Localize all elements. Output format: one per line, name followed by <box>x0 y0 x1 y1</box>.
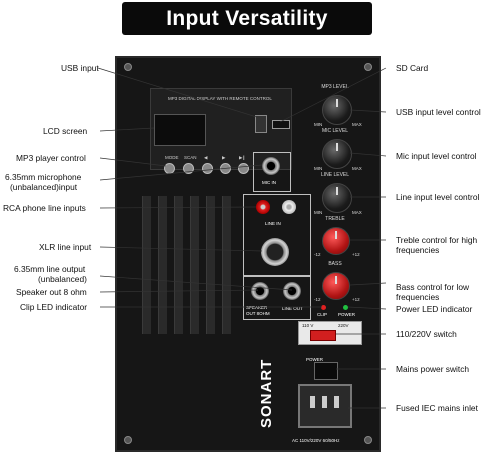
iec-pin <box>322 396 327 408</box>
screw-icon <box>124 63 132 71</box>
power-led <box>343 305 348 310</box>
treble-knob[interactable] <box>322 227 350 255</box>
board-title: MP3 DIGITAL DISPLAY WITH REMOTE CONTROL <box>168 96 272 101</box>
max-label: MAX <box>352 122 362 127</box>
screw-icon <box>364 63 372 71</box>
iec-pin <box>310 396 315 408</box>
treble-label: TREBLE <box>325 216 345 222</box>
v220-label: 220V <box>338 323 349 328</box>
minus12-label: -12 <box>314 252 321 257</box>
min-label: MIN <box>314 166 323 171</box>
play-label: ▶∥ <box>239 155 245 160</box>
v110-label: 110 V <box>302 323 314 328</box>
scan-label: SCAN <box>184 155 197 160</box>
callout-speaker-out: Speaker out 8 ohm <box>16 287 87 297</box>
callout-power-led: Power LED indicator <box>396 304 473 314</box>
mains-rating: AC 110V/220V 60/50Hz <box>292 438 340 443</box>
clip-label: CLIP <box>317 312 328 317</box>
heatsink-fin <box>206 196 215 334</box>
speaker-out-jack[interactable] <box>251 282 269 300</box>
callout-rca-inputs: RCA phone line inputs <box>3 203 86 213</box>
callout-power-switch: Mains power switch <box>396 364 470 374</box>
lcd-screen <box>154 114 206 146</box>
line-out-label: LINE OUT <box>282 306 303 311</box>
voltage-switch-plate <box>298 321 362 345</box>
callout-mic-level: Mic input level control <box>396 151 477 161</box>
callout-sd-card: SD Card <box>396 63 429 73</box>
callout-clip-led: Clip LED indicator <box>20 302 88 312</box>
mic-jack[interactable] <box>262 157 280 175</box>
iec-pin <box>334 396 339 408</box>
next-label: ▶ <box>222 155 226 160</box>
mode-label: MODE <box>165 155 179 160</box>
heatsink-fin <box>222 196 231 334</box>
power-switch-label: POWER <box>306 357 324 362</box>
voltage-switch[interactable] <box>310 330 336 341</box>
callout-treble: Treble control for high <box>396 235 478 245</box>
max-label: MAX <box>352 166 362 171</box>
heatsink-fin <box>190 196 199 334</box>
mp3-level-label: MP3 LEVEL <box>321 84 349 90</box>
callout-mic-input-2: (unbalanced)input <box>10 182 78 192</box>
callout-iec-inlet: Fused IEC mains inlet <box>396 403 478 413</box>
callout-line-output: 6.35mm line output <box>14 264 86 274</box>
screw-icon <box>364 436 372 444</box>
line-in-frame <box>243 194 311 276</box>
minus12-label: -12 <box>314 297 321 302</box>
plus12-label: +12 <box>352 297 360 302</box>
speaker-out-label-2: OUT 8OHM <box>246 311 270 316</box>
mic-level-label: MIC LEVEL <box>321 128 349 134</box>
next-button[interactable] <box>220 163 231 174</box>
mp3-level-knob[interactable] <box>322 95 352 125</box>
xlr-jack[interactable] <box>261 238 289 266</box>
line-level-label: LINE LEVEL <box>320 172 350 178</box>
line-out-jack[interactable] <box>283 282 301 300</box>
callout-lcd-screen: LCD screen <box>43 126 88 136</box>
callout-usb-level: USB input level control <box>396 107 481 117</box>
max-label: MAX <box>352 210 362 215</box>
heatsink-fin <box>142 196 151 334</box>
usb-port[interactable] <box>255 115 267 133</box>
callout-mp3-control: MP3 player control <box>16 153 86 163</box>
brand-logo: SONART <box>258 358 275 428</box>
callout-line-level: Line input level control <box>396 192 480 202</box>
play-pause-button[interactable] <box>238 163 249 174</box>
callout-mic-input: 6.35mm microphone <box>5 172 82 182</box>
mic-level-knob[interactable] <box>322 139 352 169</box>
power-led-label: POWER <box>338 312 356 317</box>
callout-usb-input: USB input <box>61 63 99 73</box>
callout-xlr-input: XLR line input <box>39 242 92 252</box>
line-level-knob[interactable] <box>322 183 352 213</box>
callout-bass-2: frequencies <box>396 292 440 302</box>
callout-bass: Bass control for low <box>396 282 470 292</box>
rca-white-jack[interactable] <box>282 200 296 214</box>
prev-label: ◀ <box>204 155 208 160</box>
heatsink-fin <box>158 196 167 334</box>
heatsink-fin <box>174 196 183 334</box>
min-label: MIN <box>314 210 323 215</box>
scan-button[interactable] <box>183 163 194 174</box>
mic-in-label: MIC IN <box>262 180 276 185</box>
line-in-label: LINE IN <box>265 221 281 226</box>
sd-card-slot[interactable] <box>272 120 290 129</box>
callout-line-output-2: (unbalanced) <box>38 274 87 284</box>
clip-led <box>321 305 326 310</box>
prev-button[interactable] <box>202 163 213 174</box>
mode-button[interactable] <box>164 163 175 174</box>
bass-label: BASS <box>328 261 342 267</box>
callout-treble-2: frequencies <box>396 245 440 255</box>
min-label: MIN <box>314 122 323 127</box>
rca-red-jack[interactable] <box>256 200 270 214</box>
callout-voltage-switch: 110/220V switch <box>396 329 457 339</box>
page-title: Input Versatility <box>122 2 372 35</box>
plus12-label: +12 <box>352 252 360 257</box>
speaker-out-label: SPEAKER <box>246 305 268 310</box>
bass-knob[interactable] <box>322 272 350 300</box>
power-switch[interactable] <box>314 362 338 380</box>
screw-icon <box>124 436 132 444</box>
